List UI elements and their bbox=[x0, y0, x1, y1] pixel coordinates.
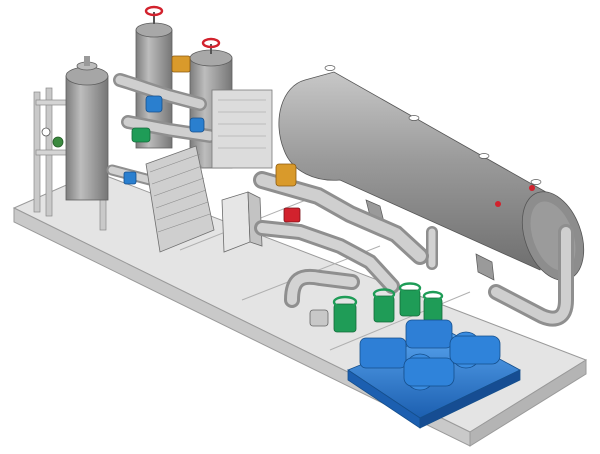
handwheel-icon bbox=[422, 290, 444, 302]
left-filter-column bbox=[65, 56, 109, 201]
handwheel-icon bbox=[332, 295, 358, 309]
centrifugal-pumps bbox=[347, 319, 521, 429]
pump-suction-piping bbox=[253, 171, 429, 308]
tank-outlet-pipe bbox=[426, 224, 574, 327]
plate-heat-exchanger bbox=[145, 89, 273, 253]
handwheel-icon bbox=[398, 282, 422, 294]
blue-flow-valves bbox=[123, 95, 205, 185]
handwheel-icon bbox=[372, 288, 396, 300]
pump-isolation-valves bbox=[332, 282, 444, 333]
flanges bbox=[275, 163, 329, 327]
handwheel-icon bbox=[144, 5, 164, 17]
control-panel-box bbox=[221, 191, 263, 253]
handwheel-icon bbox=[201, 37, 221, 49]
